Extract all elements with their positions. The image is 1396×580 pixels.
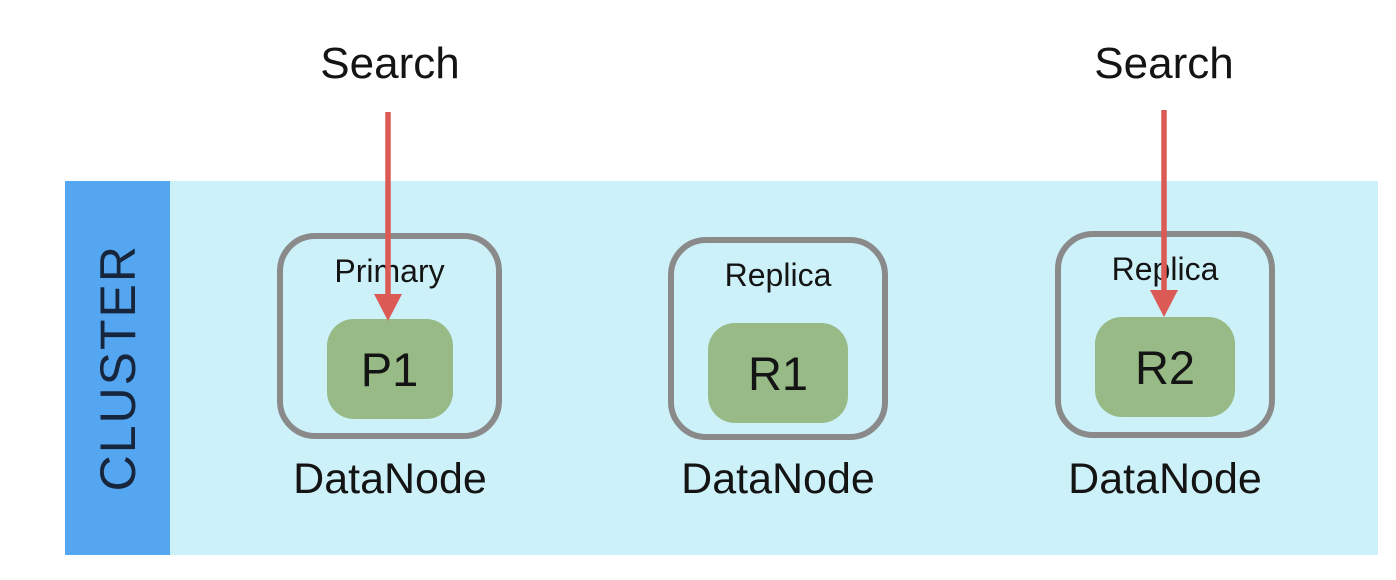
shard-type-label-replica-2: Replica — [1111, 251, 1219, 287]
shard-p1-label: P1 — [360, 342, 419, 396]
shard-type-label-primary: Primary — [334, 253, 445, 289]
search-label-1: Search — [320, 39, 460, 88]
datanode-box-3: Replica R2 — [1055, 231, 1275, 438]
node-caption-2: DataNode — [681, 455, 875, 503]
shard-r1-label: R1 — [747, 346, 809, 400]
shard-r2-label: R2 — [1134, 340, 1196, 394]
cluster-sidebar: CLUSTER — [65, 181, 170, 555]
shard-r2: R2 — [1095, 317, 1235, 417]
datanode-box-1: Primary P1 — [277, 233, 502, 439]
node-caption-3: DataNode — [1068, 455, 1262, 503]
search-label-2: Search — [1094, 39, 1234, 88]
cluster-label: CLUSTER — [89, 244, 146, 492]
node-caption-1: DataNode — [293, 455, 487, 503]
shard-p1: P1 — [326, 319, 453, 419]
shard-type-label-replica-1: Replica — [724, 257, 832, 293]
shard-r1: R1 — [708, 323, 848, 423]
datanode-box-2: Replica R1 — [668, 237, 888, 440]
